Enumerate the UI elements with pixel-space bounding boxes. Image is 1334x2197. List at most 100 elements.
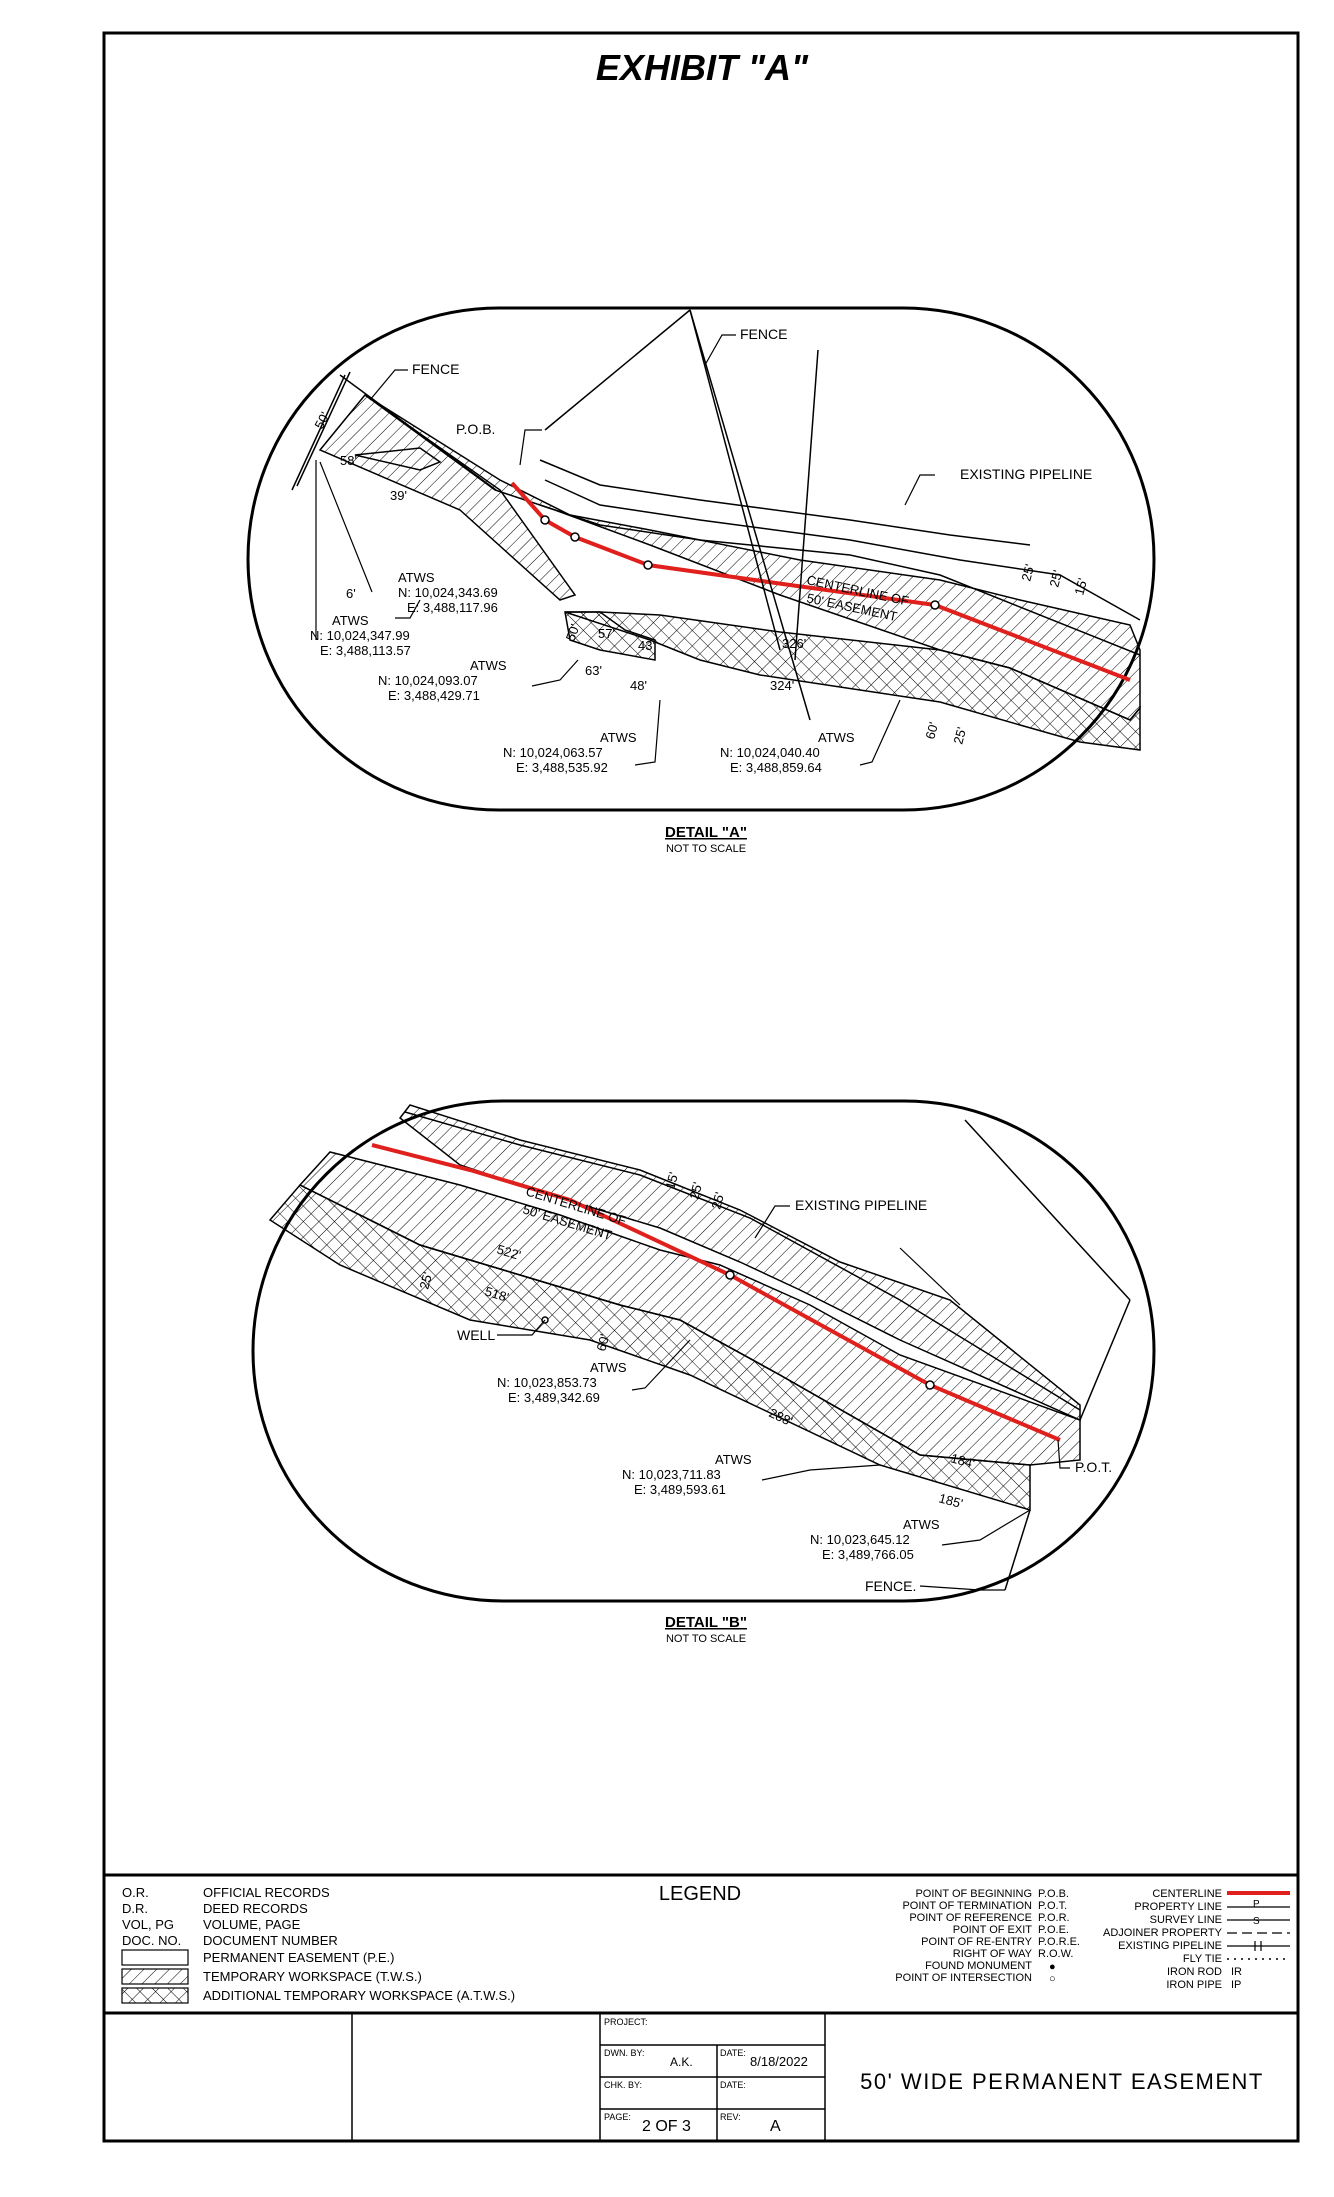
title-block: PROJECT: DWN. BY: A.K. DATE: 8/18/2022 C…	[104, 2011, 1298, 2141]
legend-points: POINT OF BEGINNING P.O.B. POINT OF TERMI…	[895, 1888, 1080, 1985]
detail-a-pi-point	[930, 600, 940, 610]
atws-northing: N: 10,023,645.12	[810, 1532, 910, 1547]
line-name: CENTERLINE	[1152, 1888, 1222, 1900]
dwn-label: DWN. BY:	[604, 2048, 645, 2058]
detail-b-pipeline-band	[398, 1104, 1081, 1422]
atws-northing: N: 10,024,093.07	[378, 673, 478, 688]
iron-pipe-icon: IP	[1231, 1979, 1241, 1991]
sheet-title: 50' WIDE PERMANENT EASEMENT	[860, 2069, 1264, 2094]
detail-b: EXISTING PIPELINE CENTERLINE OF 50' EASE…	[251, 1099, 1156, 1645]
detail-a-pi-point	[570, 532, 580, 542]
dim-label: 184'	[949, 1450, 976, 1471]
atws-northing: N: 10,024,063.57	[503, 745, 603, 760]
abbr-text: DOCUMENT NUMBER	[203, 1933, 338, 1948]
dim-label: 6'	[346, 586, 356, 601]
point-abbr: R.O.W.	[1038, 1948, 1073, 1960]
detail-a-survey-tie	[339, 374, 497, 491]
detail-b-pot-label: P.O.T.	[1075, 1459, 1112, 1475]
detail-a-title: DETAIL "A"	[665, 824, 747, 841]
atws-northing: N: 10,024,343.69	[398, 585, 498, 600]
dim-label: 39'	[390, 488, 407, 503]
detail-a-fence-label: FENCE	[740, 326, 787, 342]
point-abbr: P.O.E.	[1038, 1924, 1069, 1936]
dim-label: 25'	[1018, 563, 1037, 583]
detail-b-fence-line	[1004, 1509, 1031, 1591]
atws-easting: E: 3,488,117.96	[407, 600, 498, 615]
dim-label: 185'	[937, 1490, 964, 1511]
atws-northing: N: 10,023,711.83	[622, 1467, 721, 1482]
point-name: POINT OF REFERENCE	[909, 1912, 1032, 1924]
abbr-code: DOC. NO.	[122, 1933, 181, 1948]
dim-label: 25'	[416, 1271, 435, 1291]
line-name: EXISTING PIPELINE	[1118, 1940, 1222, 1952]
atws-title: ATWS	[715, 1452, 752, 1467]
legend-title: LEGEND	[659, 1883, 741, 1905]
detail-a-pob-leader	[519, 429, 542, 466]
atws-easting: E: 3,488,113.57	[320, 643, 411, 658]
dim-label: 326'	[782, 636, 806, 651]
detail-a-pipeline-label: EXISTING PIPELINE	[960, 466, 1092, 482]
point-name: POINT OF EXIT	[953, 1924, 1033, 1936]
detail-b-survey-tie	[899, 1247, 961, 1306]
abbr-text: OFFICIAL RECORDS	[203, 1885, 330, 1900]
detail-a-pipeline-2	[544, 479, 1141, 621]
found-monument-icon: ●	[1049, 1961, 1056, 1973]
dwn-value: A.K.	[670, 2055, 693, 2069]
detail-a-fence-line	[291, 374, 346, 491]
detail-b-well-label: WELL	[457, 1327, 495, 1343]
legend-lines: CENTERLINE PROPERTY LINE P SURVEY LINE S…	[1103, 1888, 1290, 1991]
detail-a-property-line	[794, 349, 819, 661]
detail-b-pi-point	[725, 1270, 735, 1280]
detail-a-subtitle: NOT TO SCALE	[666, 843, 746, 855]
detail-a-pi-point	[540, 515, 550, 525]
detail-a-fence-leader	[369, 369, 408, 401]
detail-a-fence-label: FENCE	[412, 361, 459, 377]
atws-easting: E: 3,489,342.69	[508, 1390, 600, 1405]
point-abbr: P.O.T.	[1038, 1900, 1067, 1912]
dim-label: 25'	[1046, 569, 1065, 589]
detail-b-pipeline-1	[404, 1111, 1081, 1411]
line-name: IRON ROD	[1167, 1966, 1222, 1978]
detail-a-fence-leader	[704, 334, 736, 366]
detail-b-pot-leader	[1057, 1439, 1070, 1469]
detail-a-property-line	[689, 309, 811, 721]
point-name: RIGHT OF WAY	[953, 1948, 1033, 1960]
swatch-label: TEMPORARY WORKSPACE (T.W.S.)	[203, 1969, 422, 1984]
dim-label: 15'	[1071, 577, 1090, 597]
atws-callout: ATWS N: 10,024,343.69 E: 3,488,117.96	[398, 570, 498, 615]
detail-b-fence-leader	[919, 1585, 1005, 1591]
atws-title: ATWS	[332, 613, 369, 628]
swatch-permanent	[121, 1949, 189, 1966]
point-abbr: P.O.R.E.	[1038, 1936, 1080, 1948]
intersection-point-icon: ○	[1049, 1973, 1056, 1985]
swatch-label: PERMANENT EASEMENT (P.E.)	[203, 1950, 394, 1965]
dim-label: 58'	[340, 453, 357, 468]
detail-a-pipeline-1	[539, 459, 1031, 546]
atws-callout: ATWS N: 10,024,347.99 E: 3,488,113.57	[310, 613, 411, 658]
dim-label: 57'	[598, 626, 615, 641]
atws-callout: ATWS N: 10,023,645.12 E: 3,489,766.05	[810, 1517, 940, 1562]
abbr-code: VOL, PG	[122, 1917, 174, 1932]
detail-a-pipeline-3	[539, 504, 1141, 656]
detail-a-pipeline-leader	[904, 474, 935, 506]
dim-label: 522'	[495, 1242, 523, 1263]
detail-a-atws	[564, 611, 1141, 751]
page-label: PAGE:	[604, 2112, 631, 2122]
line-name: SURVEY LINE	[1150, 1914, 1222, 1926]
atws-callout: ATWS N: 10,024,040.40 E: 3,488,859.64	[720, 730, 855, 775]
iron-rod-icon: IR	[1231, 1966, 1242, 1978]
detail-a: FENCE FENCE P.O.B. EXISTING PIPELINE CEN…	[246, 306, 1156, 855]
detail-a-atws-left	[564, 611, 656, 661]
atws-easting: E: 3,488,429.71	[388, 688, 480, 703]
legend: LEGEND O.R. OFFICIAL RECORDS D.R. DEED R…	[104, 1873, 1298, 2004]
detail-b-fence-label: FENCE.	[865, 1578, 916, 1594]
line-name: FLY TIE	[1183, 1953, 1222, 1965]
detail-b-pipeline-label: EXISTING PIPELINE	[795, 1197, 927, 1213]
detail-b-title: DETAIL "B"	[665, 1614, 747, 1631]
project-label: PROJECT:	[604, 2017, 648, 2027]
atws-callout: ATWS N: 10,024,093.07 E: 3,488,429.71	[378, 658, 507, 703]
point-name: POINT OF INTERSECTION	[895, 1972, 1032, 1984]
detail-a-pe-wedge	[318, 393, 577, 601]
dim-label: 518'	[483, 1284, 511, 1305]
